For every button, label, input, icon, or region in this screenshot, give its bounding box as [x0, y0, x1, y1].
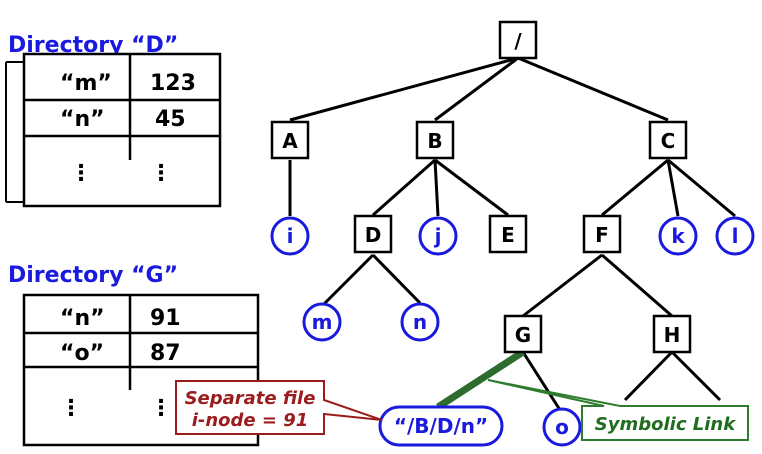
node-c-label: C: [661, 129, 676, 153]
node-d: [353, 214, 393, 254]
edge: [372, 158, 436, 217]
table-cell: “m”: [60, 71, 112, 96]
node-j-label: j: [434, 224, 442, 248]
node-l: [715, 216, 755, 256]
node-f-label: F: [595, 223, 609, 247]
edge: [601, 158, 669, 217]
table-cell: “n”: [60, 306, 105, 331]
separate-file-line2: i-node = 91: [192, 410, 309, 431]
symbolic-link-label: Symbolic Link: [595, 414, 736, 435]
node-c: [648, 120, 688, 160]
symlink-edge: [436, 349, 525, 410]
edge: [667, 158, 736, 218]
node-b: [415, 120, 455, 160]
directory-d-box: [22, 52, 222, 208]
node-d-label: D: [365, 223, 382, 247]
edge: [670, 350, 722, 402]
edge: [601, 253, 673, 318]
directory-nodes: / A B C D E F G H: [270, 20, 692, 354]
edge: [522, 253, 603, 318]
node-h: [652, 314, 692, 354]
table-cell: ⋮: [150, 161, 172, 186]
table-cell: 87: [150, 341, 181, 366]
separate-file-callout-box: [175, 380, 383, 435]
directory-d-table: Directory “D” “m” 123 “n” 45 ⋮ ⋮: [5, 33, 222, 208]
node-g-label: G: [515, 323, 531, 347]
node-j: [418, 216, 458, 256]
node-f: [582, 214, 622, 254]
node-m-label: m: [312, 310, 333, 334]
node-l-label: l: [732, 224, 739, 248]
table-cell: ⋮: [150, 396, 172, 421]
tree-edges: [288, 56, 736, 411]
separate-file-callout: Separate file i-node = 91: [175, 380, 383, 435]
edge: [289, 56, 519, 122]
node-e: [488, 214, 528, 254]
node-b-label: B: [427, 129, 442, 153]
edge: [521, 351, 562, 411]
node-a-label: A: [282, 129, 298, 153]
node-o-label: o: [555, 415, 569, 439]
node-o: [542, 407, 582, 447]
node-i-label: i: [287, 224, 294, 248]
node-symlink-label: “/B/D/n”: [394, 414, 488, 438]
symbolic-link-callout: Symbolic Link: [487, 379, 749, 441]
table-cell: ⋮: [70, 161, 92, 186]
node-i: [270, 216, 310, 256]
node-m: [302, 302, 342, 342]
node-k: [658, 216, 698, 256]
node-root: [498, 20, 538, 60]
edge: [623, 350, 674, 402]
directory-g-title: Directory “G”: [8, 263, 178, 288]
node-e-label: E: [501, 223, 515, 247]
symbolic-link-callout-box: [487, 379, 749, 441]
node-n: [400, 302, 440, 342]
edge: [321, 253, 375, 307]
node-symlink: [378, 405, 504, 447]
table-cell: ⋮: [60, 396, 82, 421]
edge: [666, 159, 680, 217]
edge: [517, 56, 669, 122]
node-n-label: n: [413, 310, 427, 334]
edge: [371, 253, 422, 305]
table-cell: 45: [155, 107, 186, 132]
node-root-label: /: [514, 29, 522, 53]
edge: [434, 158, 509, 217]
file-nodes: i j k l m n o “/B/D/n”: [270, 216, 755, 447]
edge: [434, 56, 519, 122]
separate-file-line1: Separate file: [185, 388, 316, 409]
node-a: [270, 120, 310, 160]
edge: [433, 159, 440, 217]
node-h-label: H: [664, 323, 681, 347]
table-cell: “o”: [60, 341, 104, 366]
table-cell: 91: [150, 306, 181, 331]
node-g: [503, 314, 543, 354]
table-cell: 123: [150, 71, 196, 96]
table-cell: “n”: [60, 107, 105, 132]
node-k-label: k: [671, 224, 685, 248]
